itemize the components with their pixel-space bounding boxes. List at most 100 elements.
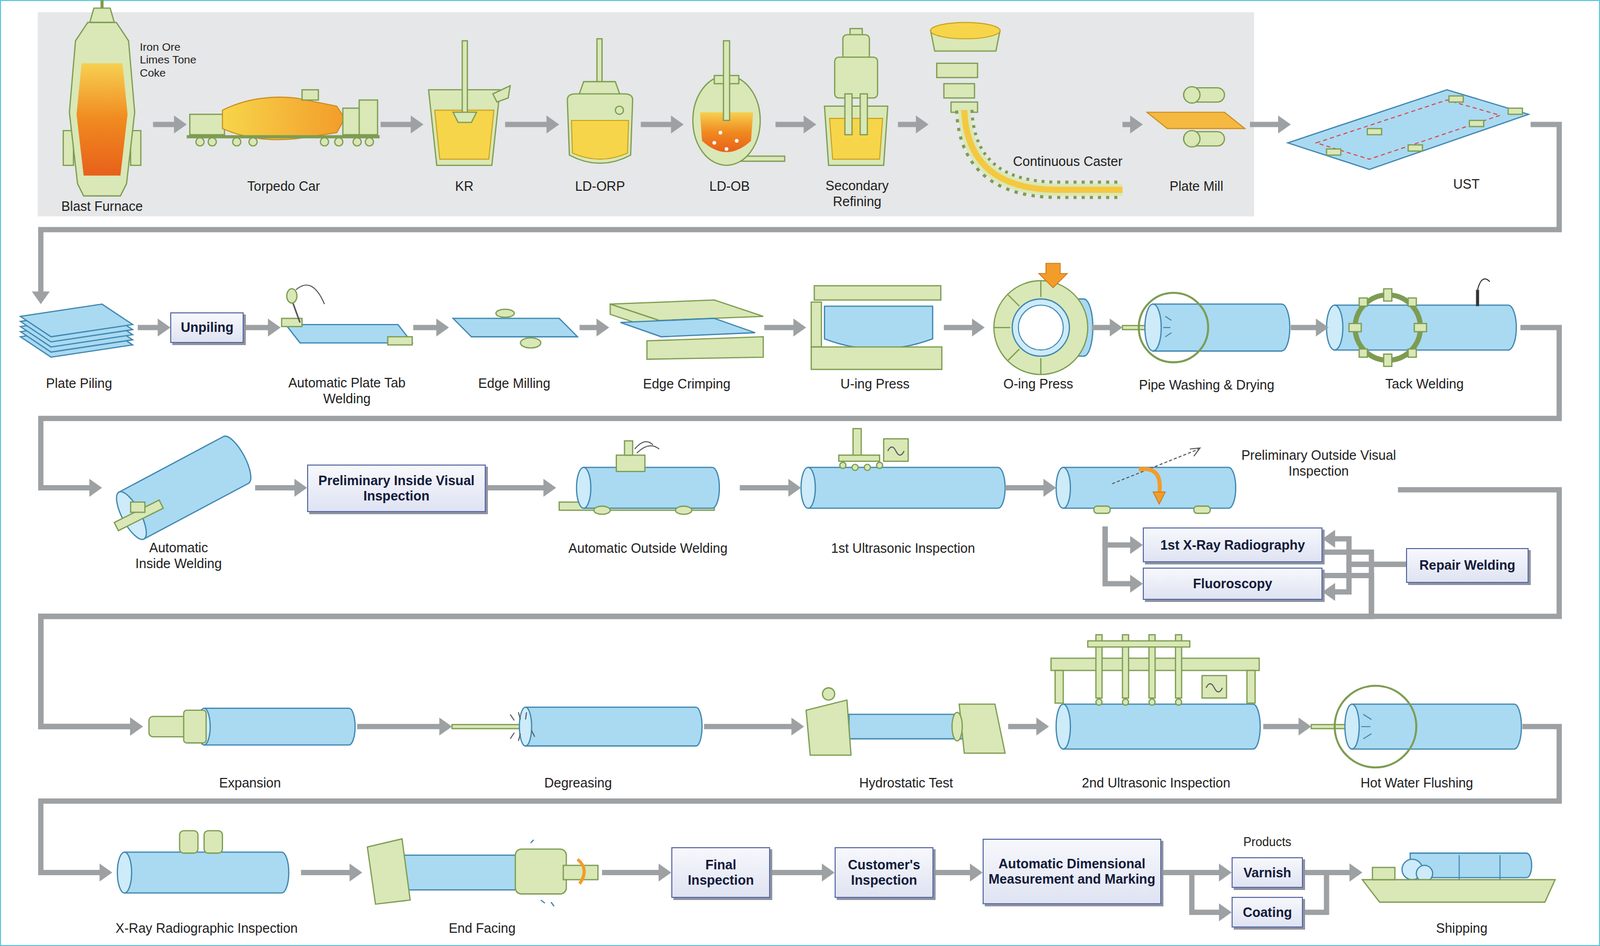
step-caption: 1st Ultrasonic Inspection bbox=[830, 540, 975, 557]
torpedo-car-figure bbox=[189, 114, 225, 135]
ld-orp-figure bbox=[567, 94, 633, 164]
process-step: Blast Furnace bbox=[51, 15, 154, 215]
flow-arrow bbox=[944, 318, 985, 337]
arrow-head bbox=[791, 717, 804, 736]
process-box: Varnish bbox=[1231, 857, 1303, 889]
arrow-head bbox=[436, 318, 449, 337]
arrow-head bbox=[1130, 535, 1143, 554]
arrow-head bbox=[157, 318, 171, 337]
torpedo-car-figure bbox=[353, 137, 362, 146]
process-box: 1st X-Ray Radiography bbox=[1142, 527, 1323, 563]
plate-mill-figure bbox=[1183, 130, 1200, 147]
tab-welding-figure bbox=[286, 288, 297, 303]
step-caption: Expansion bbox=[219, 774, 282, 791]
process-box: Coating bbox=[1231, 896, 1303, 928]
ultrasonic-figure bbox=[838, 455, 880, 462]
step-caption: LD-ORP bbox=[575, 178, 625, 194]
edge-milling-figure bbox=[452, 318, 578, 337]
step-caption: Preliminary Outside Visual Inspection bbox=[1239, 447, 1399, 479]
arrow-head bbox=[1043, 478, 1057, 497]
continuous-caster-figure bbox=[964, 110, 1123, 191]
hydrostatic-figure bbox=[848, 714, 969, 739]
step-caption: Automatic Outside Welding bbox=[568, 540, 728, 557]
secondary-refining-figure bbox=[829, 118, 883, 160]
flow-line bbox=[40, 489, 1560, 727]
step-caption: UST bbox=[1453, 176, 1480, 192]
flow-line bbox=[775, 122, 805, 128]
tack-welding-figure bbox=[1383, 354, 1392, 367]
ld-ob-figure bbox=[718, 131, 723, 135]
box-label: Varnish bbox=[1243, 865, 1291, 881]
process-step: Preliminary Outside Visual Inspection bbox=[1056, 445, 1399, 527]
process-step: 2nd Ultrasonic Inspection bbox=[1049, 632, 1264, 791]
arrow-head bbox=[130, 717, 143, 736]
arrow-head bbox=[410, 115, 424, 134]
blast-furnace-figure bbox=[100, 0, 104, 8]
expansion-figure bbox=[183, 710, 206, 744]
ld-orp-figure bbox=[571, 120, 629, 160]
ust-figure bbox=[1316, 99, 1500, 160]
ust-figure bbox=[1287, 89, 1529, 170]
flow-line bbox=[300, 870, 351, 876]
step-caption: Shipping bbox=[1436, 920, 1488, 937]
degreasing-figure bbox=[451, 724, 524, 729]
box-label: Fluoroscopy bbox=[1192, 576, 1273, 592]
flow-arrow bbox=[770, 863, 835, 882]
arrow-head bbox=[1218, 903, 1232, 922]
edge-milling-figure bbox=[495, 309, 515, 318]
flow-line bbox=[933, 870, 971, 876]
secondary-refining-figure bbox=[844, 94, 853, 135]
flow-line bbox=[1290, 325, 1317, 331]
ship-figure bbox=[1362, 853, 1556, 903]
torpedo-car-figure bbox=[365, 137, 374, 146]
process-step: Automatic Outside Welding bbox=[556, 438, 740, 557]
ld-ob-figure bbox=[724, 146, 729, 151]
arrow-head bbox=[99, 863, 113, 882]
step-caption: Hydrostatic Test bbox=[859, 774, 954, 791]
outside-visual-figure bbox=[1056, 467, 1071, 508]
tack-welding-figure bbox=[1408, 298, 1417, 307]
process-step: LD-ORP bbox=[559, 71, 641, 194]
arrow-head bbox=[1218, 863, 1232, 882]
arrow-head bbox=[1130, 115, 1143, 134]
process-step: Degreasing bbox=[451, 694, 705, 791]
flow-line bbox=[770, 870, 823, 876]
blast-furnace-figure bbox=[89, 7, 115, 23]
arrow-head bbox=[1349, 863, 1363, 882]
flow-line bbox=[898, 122, 918, 128]
process-box: Automatic Dimensional Measurement and Ma… bbox=[982, 838, 1162, 905]
outside-welding-figure bbox=[675, 506, 692, 515]
pipe-washing-figure bbox=[1152, 303, 1290, 351]
hot-water-figure bbox=[1334, 686, 1417, 768]
ultrasonic-figure bbox=[883, 438, 909, 461]
flow-arrow bbox=[40, 489, 1560, 736]
flow-arrow bbox=[485, 478, 557, 497]
flow-arrow bbox=[1290, 318, 1329, 337]
flow-arrow bbox=[413, 318, 450, 337]
edge-crimping-figure bbox=[620, 318, 756, 337]
process-step: Pipe Washing & Drying bbox=[1122, 290, 1292, 393]
pipe-washing-figure bbox=[1163, 316, 1172, 338]
o-ing-press-figure bbox=[1007, 294, 1020, 307]
kr-figure bbox=[492, 85, 511, 103]
arrow-head bbox=[658, 863, 672, 882]
step-caption: Edge Crimping bbox=[643, 375, 731, 392]
flow-arrow bbox=[40, 726, 1560, 882]
pipe-washing-figure bbox=[1138, 292, 1208, 363]
process-step: X-Ray Radiographic Inspection bbox=[112, 828, 301, 937]
process-step: Hydrostatic Test bbox=[803, 663, 1008, 791]
end-facing-figure bbox=[367, 838, 598, 906]
torpedo-car-figure bbox=[186, 135, 380, 139]
step-caption: Degreasing bbox=[544, 774, 613, 791]
flow-line bbox=[944, 325, 974, 331]
arrow-head bbox=[89, 478, 103, 497]
step-caption: Plate Piling bbox=[45, 375, 113, 392]
ship-figure bbox=[1362, 879, 1556, 902]
flow-line bbox=[1161, 872, 1220, 913]
tack-welding-figure bbox=[1326, 279, 1517, 367]
box-label: Final Inspection bbox=[676, 857, 765, 889]
step-caption: X-Ray Radiographic Inspection bbox=[115, 920, 299, 937]
flow-line bbox=[1250, 122, 1280, 128]
xray-figure bbox=[179, 830, 199, 854]
tab-welding-figure bbox=[296, 284, 325, 304]
